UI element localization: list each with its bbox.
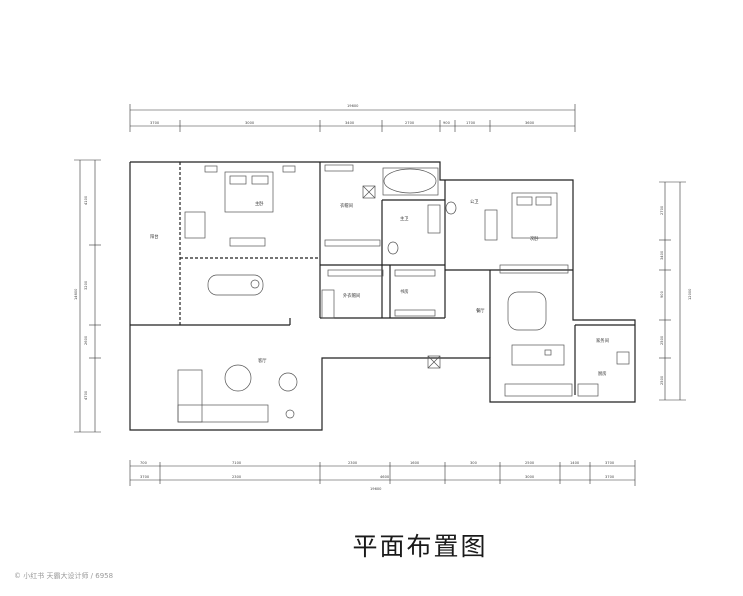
room-master-bedroom: 主卧 xyxy=(255,200,264,207)
room-study: 书房 xyxy=(400,288,409,295)
dim-bottom-b3: 4600 xyxy=(380,475,390,479)
room-living: 客厅 xyxy=(258,357,267,364)
dim-right-5: 2500 xyxy=(660,375,664,385)
dim-bottom-b4: 3000 xyxy=(525,475,535,479)
dim-bottom-b5: 3700 xyxy=(605,475,615,479)
dim-bottom-a2: 7100 xyxy=(232,461,242,465)
dim-bottom-a4: 1600 xyxy=(410,461,420,465)
dim-top-7: 3600 xyxy=(525,121,535,125)
dim-top-3: 3400 xyxy=(345,121,355,125)
watermark: © 小红书 天霸大设计师 / 6958 xyxy=(14,572,114,580)
dim-left-total: 14600 xyxy=(74,288,78,300)
dim-top-1: 3700 xyxy=(150,121,160,125)
dim-bottom-total: 19600 xyxy=(370,487,382,491)
dim-right-2: 3400 xyxy=(660,250,664,260)
dim-bottom-a7: 1400 xyxy=(570,461,580,465)
dim-bottom-a3: 2300 xyxy=(348,461,358,465)
dim-right-total: 12000 xyxy=(688,288,692,300)
dim-right-1: 2700 xyxy=(660,205,664,215)
room-secondary-bedroom: 次卧 xyxy=(530,235,539,242)
dim-bottom-b2: 2300 xyxy=(232,475,242,479)
room-dining: 餐厅 xyxy=(476,307,485,314)
room-cloakroom: 衣帽间 xyxy=(340,202,353,209)
room-master-bath: 主卫 xyxy=(400,215,409,222)
dim-top-2: 3000 xyxy=(245,121,255,125)
dim-left-3: 2600 xyxy=(84,335,88,345)
dim-top-5: 900 xyxy=(443,121,451,125)
room-kitchen: 厨房 xyxy=(598,370,607,377)
dim-top-6: 1700 xyxy=(466,121,476,125)
dim-right-3: 900 xyxy=(660,290,664,298)
dim-left-4: 4700 xyxy=(84,390,88,400)
dim-bottom-a8: 3700 xyxy=(605,461,615,465)
room-outer-cloak: 外衣帽间 xyxy=(343,292,360,299)
dim-bottom-a5: 300 xyxy=(470,461,478,465)
room-utility: 家务间 xyxy=(596,337,609,344)
outer-wall xyxy=(129,161,636,431)
dim-left-1: 4100 xyxy=(84,195,88,205)
dim-bottom-b1: 3700 xyxy=(140,475,150,479)
room-guest-bath: 公卫 xyxy=(470,199,479,205)
drawing-title: 平面布置图 xyxy=(352,532,488,561)
dim-top-4: 2700 xyxy=(405,121,415,125)
dim-bottom-a6: 2500 xyxy=(525,461,535,465)
dim-top-total: 19600 xyxy=(347,104,359,108)
dim-left-2: 3200 xyxy=(84,280,88,290)
dim-right-4: 2500 xyxy=(660,335,664,345)
dim-bottom-a1: 700 xyxy=(140,461,148,465)
room-balcony: 阳台 xyxy=(150,233,159,240)
